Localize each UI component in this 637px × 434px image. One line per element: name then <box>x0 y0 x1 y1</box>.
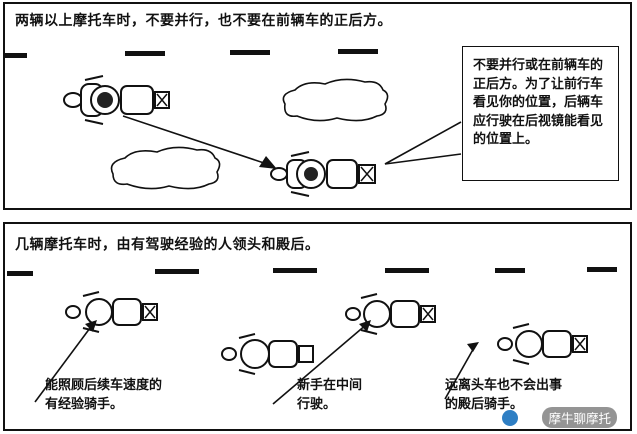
caption-sweeper-line2: 的殿后骑手。 <box>445 397 524 412</box>
caption-leader-line2: 有经验骑手。 <box>45 397 124 412</box>
callout-box: 不要并行或在前辆车的正后方。为了让前行车看见你的位置，后辆车应行驶在后视镜能看见… <box>462 46 619 181</box>
lane-dashes-bottom <box>7 267 617 276</box>
panel-top-heading: 两辆以上摩托车时，不要并行，也不要在前辆车的正后方。 <box>15 13 392 29</box>
ghost-motorcycle-upper <box>282 78 389 122</box>
caption-novice: 新手在中间 行驶。 <box>297 376 362 414</box>
caption-leader: 能照顾后续车速度的 有经验骑手。 <box>45 376 162 414</box>
motorcycle-sweeper <box>497 323 588 365</box>
caption-novice-line2: 行驶。 <box>297 397 337 412</box>
callout-pointer <box>384 121 462 165</box>
motorcycle-leader <box>65 291 158 333</box>
lane-dashes <box>5 49 378 58</box>
motorcycle-middle <box>345 293 436 335</box>
caption-pointers <box>34 323 476 405</box>
ghost-motorcycle-lower <box>110 146 221 190</box>
panel-top: 两辆以上摩托车时，不要并行，也不要在前辆车的正后方。 <box>3 2 632 210</box>
top-scene <box>5 49 462 197</box>
bottom-scene <box>7 267 617 405</box>
panel-bottom: 几辆摩托车时，由有驾驶经验的人领头和殿后。 <box>3 222 632 431</box>
caption-sweeper: 远离头车也不会出事 的殿后骑手。 <box>445 376 562 414</box>
watermark: 摩牛聊摩托 <box>542 407 617 428</box>
pointer-heads <box>85 320 479 352</box>
motorcycle-lead <box>63 75 170 125</box>
motorcycle-novice <box>221 333 314 375</box>
caption-novice-line1: 新手在中间 <box>297 378 363 393</box>
path-arrow <box>122 115 277 169</box>
caption-leader-line1: 能照顾后续车速度的 <box>45 378 163 393</box>
caption-sweeper-line1: 远离头车也不会出事 <box>445 378 563 393</box>
panel-bottom-heading: 几辆摩托车时，由有驾驶经验的人领头和殿后。 <box>15 237 320 253</box>
motorcycle-follow <box>270 151 376 197</box>
watermark-logo-icon <box>501 409 519 427</box>
